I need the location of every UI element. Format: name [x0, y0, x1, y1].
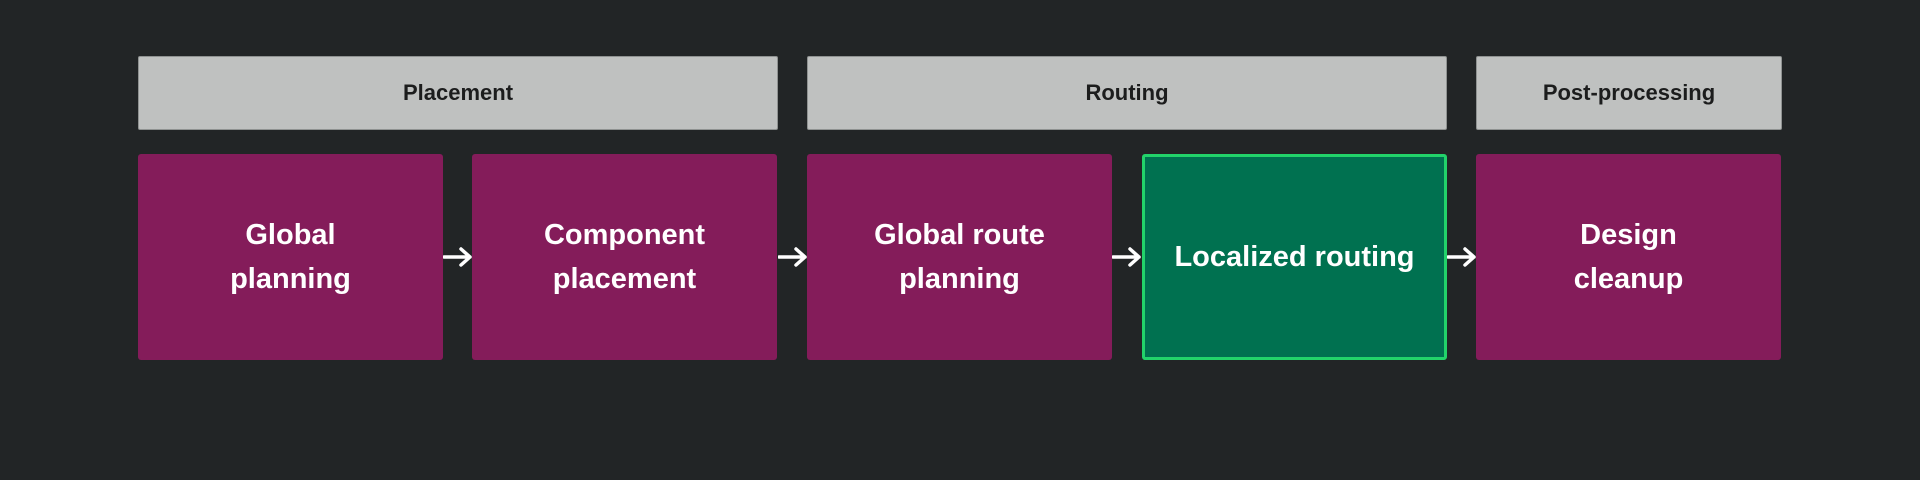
step-label: Global planning	[230, 219, 351, 295]
step-global-planning: Global planning	[138, 154, 443, 360]
phase-label: Placement	[402, 80, 514, 105]
step-global-route-planning: Global route planning	[807, 154, 1112, 360]
step-design-cleanup: Design cleanup	[1476, 154, 1781, 360]
step-component-placement: Component placement	[472, 154, 777, 360]
step-label: Component placement	[543, 219, 706, 295]
phase-placement: Placement	[138, 56, 778, 130]
phase-label: Post-processing	[1542, 80, 1716, 105]
step-label: Localized routing	[1174, 241, 1415, 273]
arrow-right-icon	[778, 247, 807, 267]
arrow-right-icon	[1112, 247, 1141, 267]
step-label: Design cleanup	[1573, 219, 1684, 295]
arrow-right-icon	[443, 247, 472, 267]
phase-post-processing: Post-processing	[1476, 56, 1782, 130]
phase-routing: Routing	[807, 56, 1447, 130]
phase-label: Routing	[1085, 80, 1169, 105]
step-localized-routing: Localized routing	[1142, 154, 1447, 360]
step-label: Global route planning	[874, 219, 1045, 295]
arrow-right-icon	[1447, 247, 1476, 267]
